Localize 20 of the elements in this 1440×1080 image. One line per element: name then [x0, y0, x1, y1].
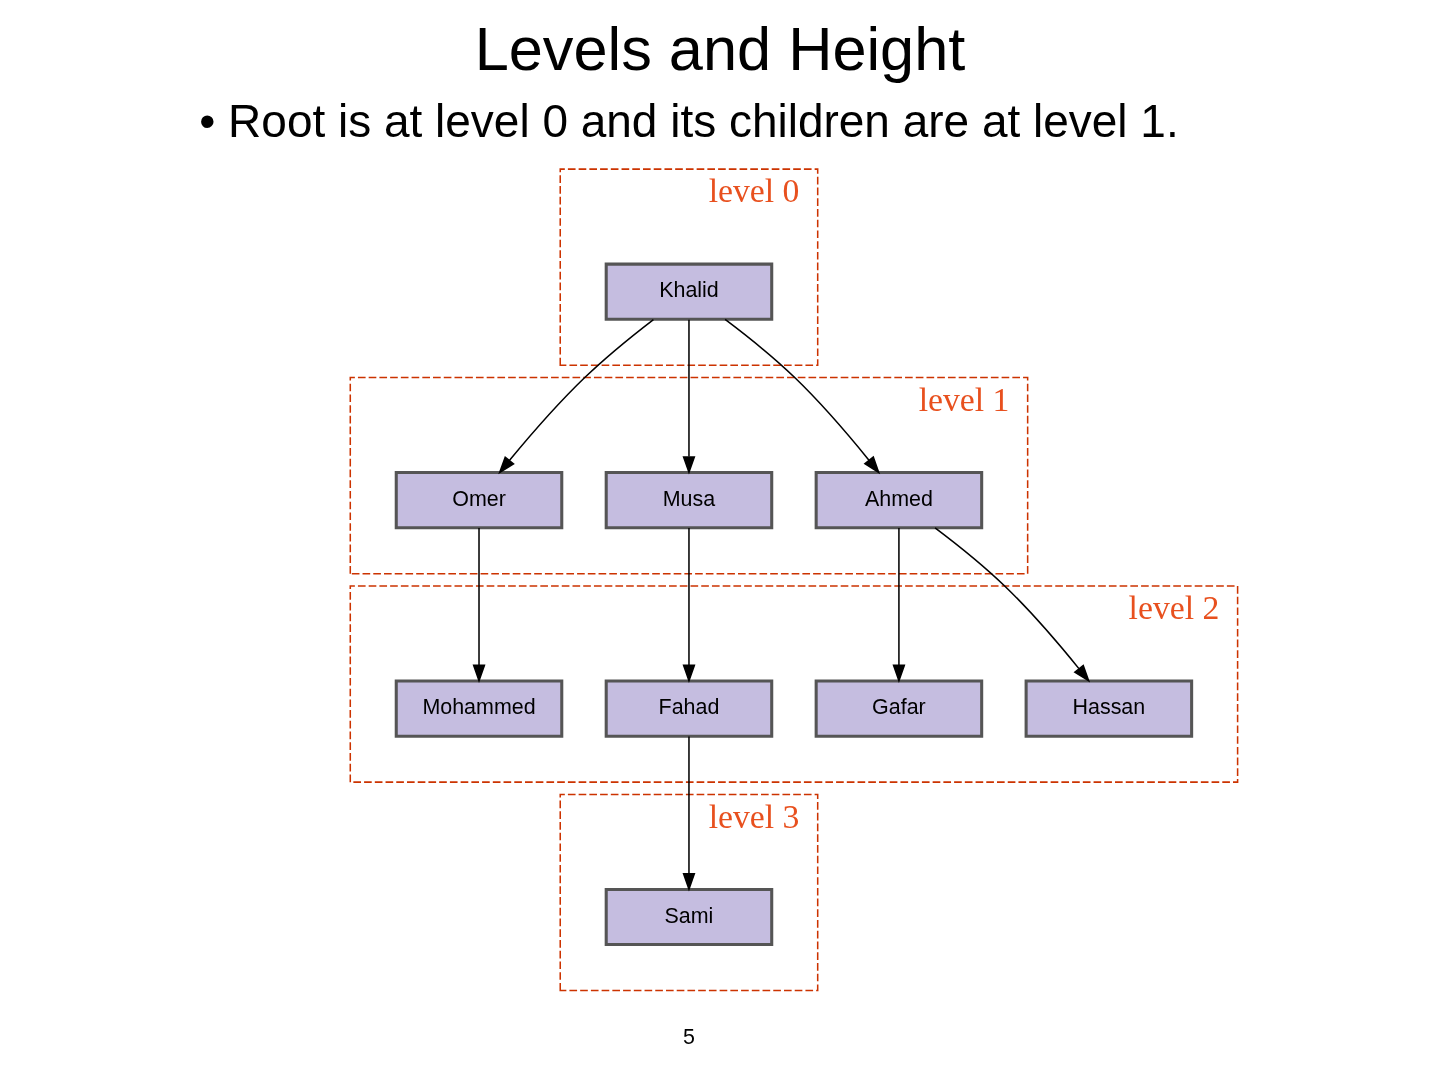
arrow: [472, 527, 486, 684]
node-box: Ahmed: [814, 471, 984, 530]
arrow: [934, 527, 1091, 683]
node-box: Sami: [604, 887, 774, 947]
node-box: Musa: [604, 471, 774, 530]
arrow: [682, 527, 696, 684]
diagram-title: Levels and Height: [474, 14, 966, 83]
arrow: [724, 318, 881, 475]
node-box: Omer: [394, 471, 564, 530]
node-box: Hassan: [1024, 679, 1194, 738]
label: 5: [683, 1024, 695, 1049]
arrow: [682, 735, 696, 892]
arrow: [682, 318, 696, 475]
node-box: Mohammed: [394, 679, 564, 738]
node-box: Gafar: [814, 679, 984, 738]
node-box: Khalid: [604, 262, 774, 321]
label: • Root is at level 0 and its children are at level 1.: [199, 94, 1179, 147]
arrow: [498, 318, 655, 475]
arrow: [892, 527, 906, 684]
node-box: Fahad: [604, 679, 774, 738]
